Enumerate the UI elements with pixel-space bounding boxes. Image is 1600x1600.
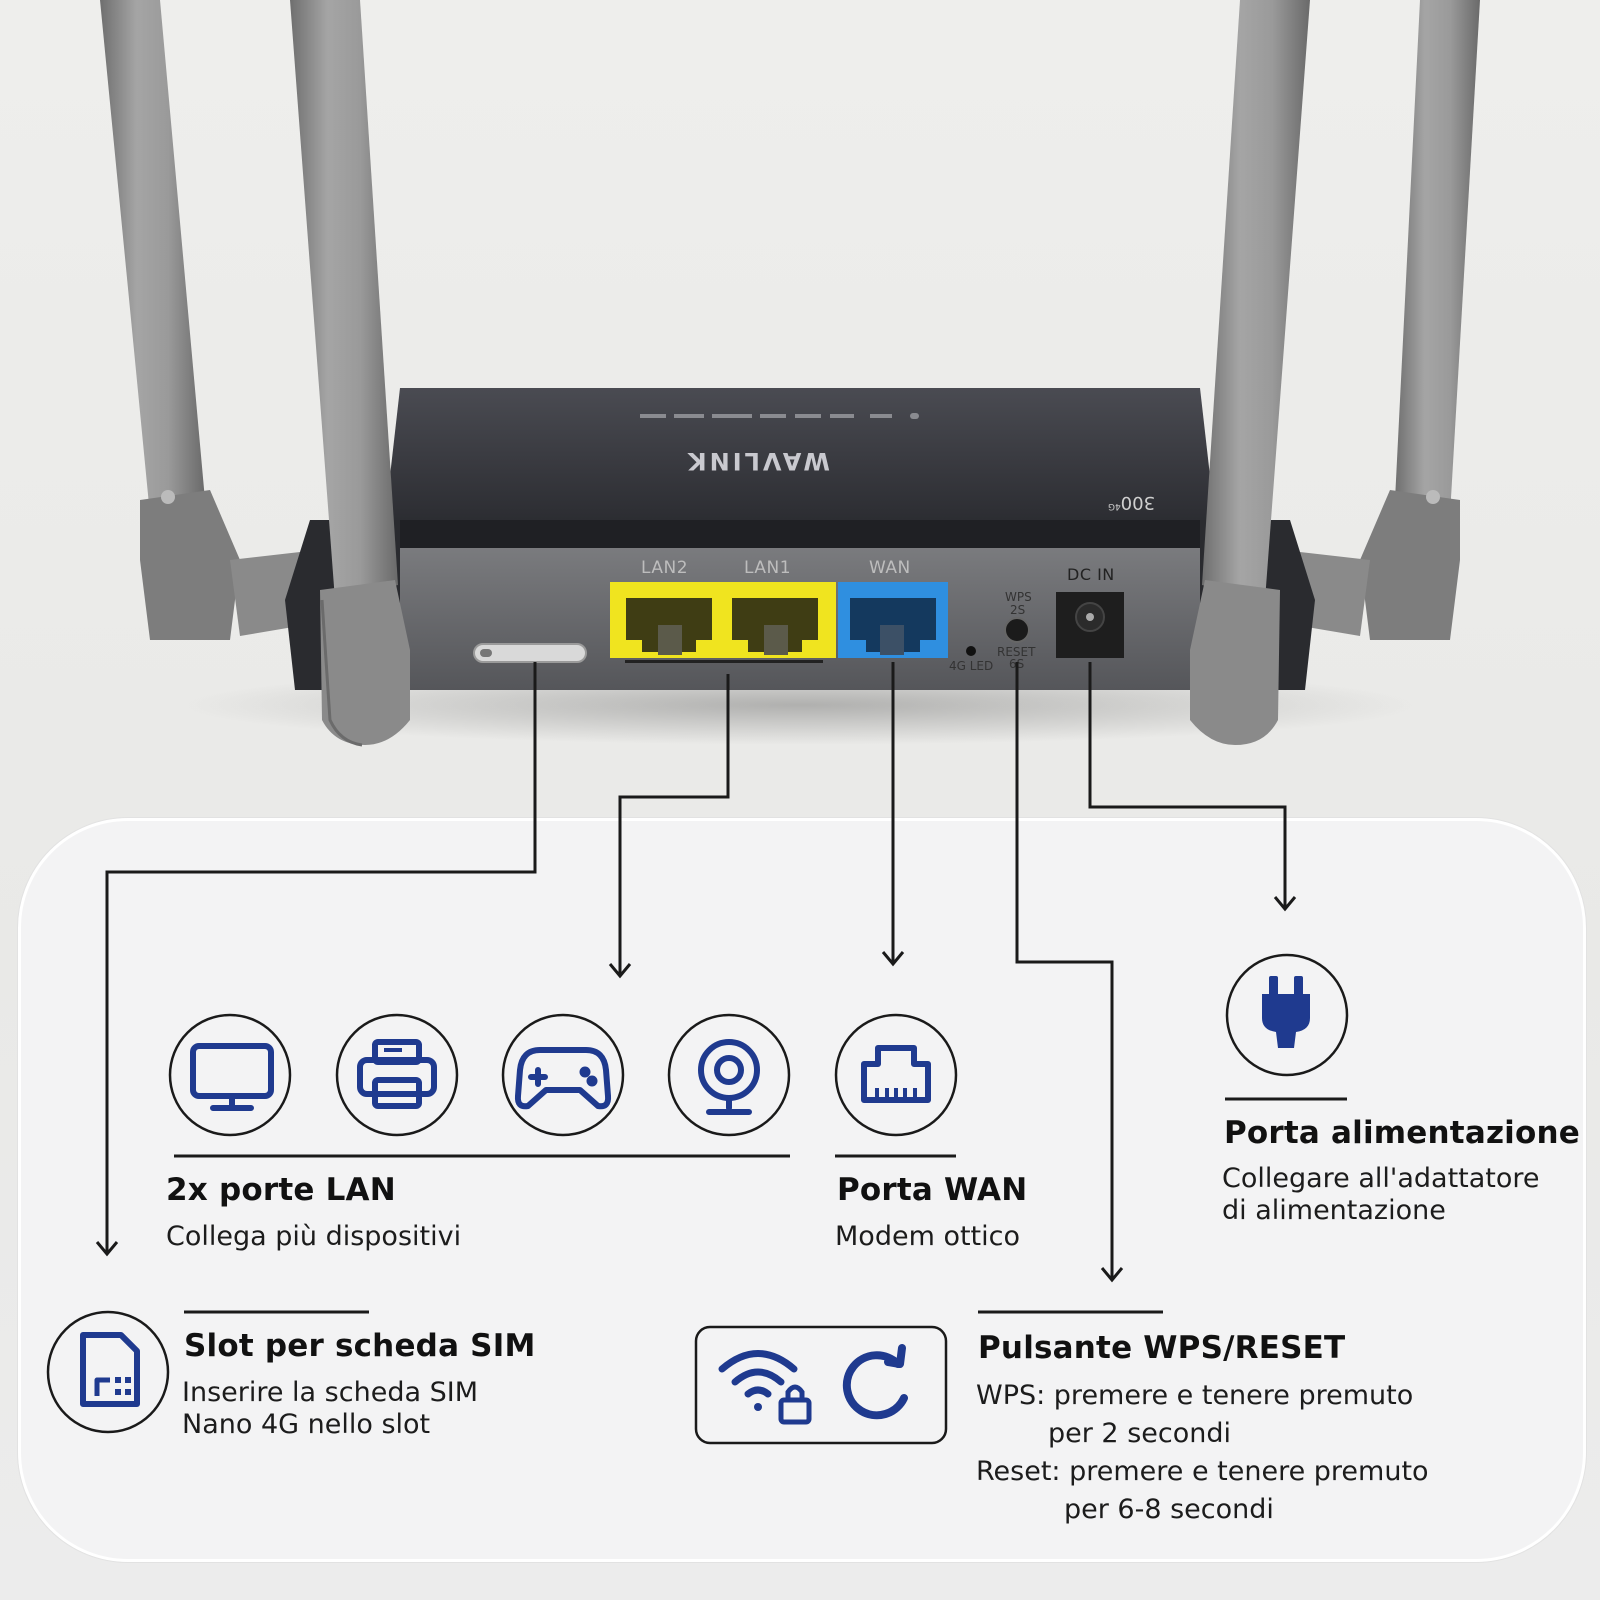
wan-label: WAN: [869, 558, 911, 578]
monitor-icon: [190, 1043, 274, 1111]
sim-slot: [473, 643, 587, 663]
4g-led-label: 4G LED: [949, 659, 994, 673]
power-plug-icon: [1262, 976, 1310, 1048]
power-callout-line: [1088, 662, 1287, 908]
wps-desc-line3: Reset: premere e tenere premuto: [976, 1456, 1429, 1487]
sim-callout-line: [105, 662, 537, 1252]
wifi-lock-icon: [718, 1350, 812, 1425]
power-desc-line2: di alimentazione: [1222, 1195, 1446, 1226]
lan1-label: LAN1: [744, 558, 792, 578]
wps-title: Pulsante WPS/RESET: [978, 1330, 1346, 1366]
wps-reset-button: [1004, 617, 1030, 643]
wps-label: WPS: [1005, 590, 1032, 604]
wan-desc: Modem ottico: [835, 1221, 1021, 1252]
antenna-right-front: [1190, 0, 1310, 745]
lan2-label: LAN2: [641, 558, 689, 578]
gamepad-icon: [514, 1047, 612, 1110]
wps-time-label: 2S: [1010, 603, 1026, 617]
info-panel: [18, 818, 1586, 1562]
lan-title: 2x porte LAN: [166, 1172, 396, 1208]
sim-desc-line1: Inserire la scheda SIM: [182, 1377, 478, 1408]
wps-desc-line2: per 2 secondi: [1048, 1418, 1231, 1449]
wps-desc-line4: per 6-8 secondi: [1064, 1494, 1274, 1525]
reset-icon: [842, 1344, 908, 1420]
antenna-left-rear: [100, 0, 305, 640]
antenna-right-rear: [1295, 0, 1480, 640]
sim-desc-line2: Nano 4G nello slot: [182, 1409, 431, 1440]
wps-callout-line: [1015, 662, 1114, 1280]
power-title: Porta alimentazione: [1224, 1115, 1581, 1151]
dc-in-label: DC IN: [1067, 565, 1115, 584]
reset-label: RESET: [997, 645, 1036, 659]
wps-reset-icon-box: [694, 1325, 948, 1445]
router-top: [385, 388, 1215, 520]
power-desc-line1: Collegare all'adattatore: [1222, 1163, 1540, 1194]
lan-callout-line: [618, 674, 730, 975]
wps-desc-line1: WPS: premere e tenere premuto: [976, 1380, 1414, 1411]
sim-card-icon: [80, 1332, 140, 1407]
ethernet-port-icon: [861, 1045, 931, 1103]
webcam-icon: [698, 1039, 760, 1115]
antenna-left-front: [290, 0, 410, 747]
wan-title: Porta WAN: [837, 1172, 1028, 1208]
lan-desc: Collega più dispositivi: [166, 1221, 462, 1252]
printer-icon: [357, 1039, 437, 1109]
sim-title: Slot per scheda SIM: [184, 1328, 536, 1364]
4g-led: [966, 646, 976, 656]
